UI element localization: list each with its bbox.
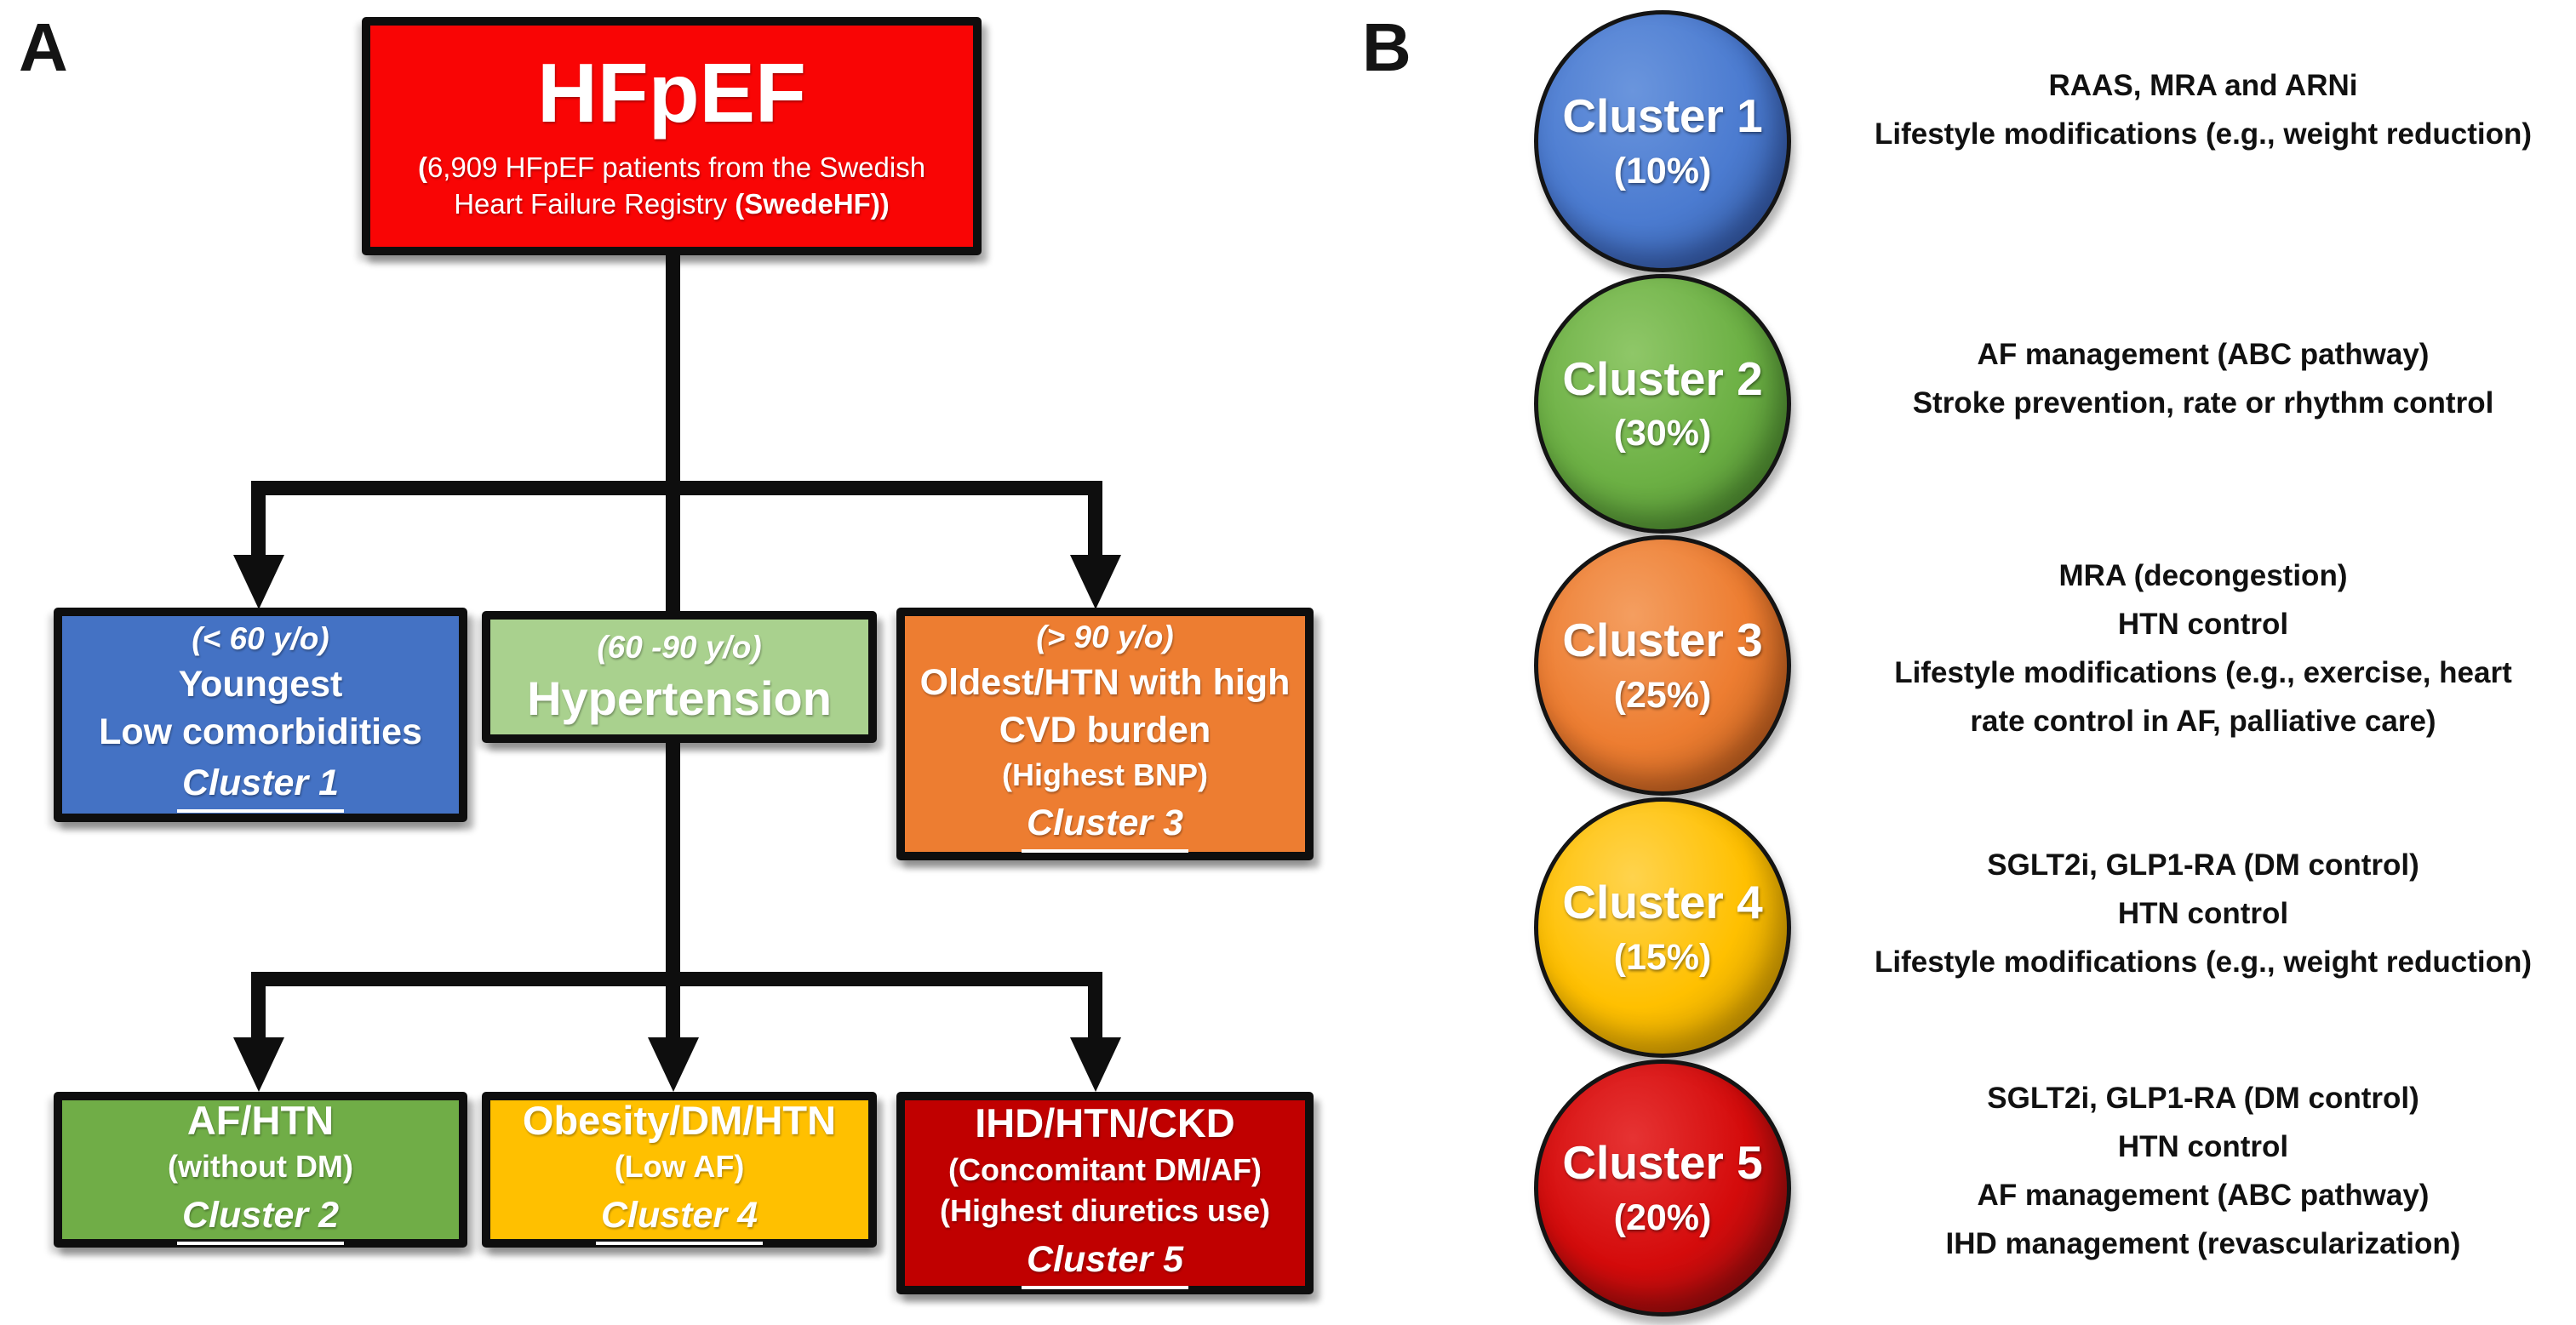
arrowhead-cluster1 (233, 555, 284, 609)
cluster2-box: AF/HTN (without DM) Cluster 2 (54, 1092, 467, 1248)
panel-a-label: A (19, 9, 68, 85)
cluster2-circle-name: Cluster 2 (1562, 351, 1763, 405)
connector-root-vertical (666, 255, 680, 483)
cluster4-treatment-line: HTN control (2117, 897, 2289, 930)
cluster4-title: Obesity/DM/HTN (522, 1098, 837, 1144)
cluster1-treatment-line: RAAS, MRA and ARNi (2048, 69, 2358, 102)
cluster5-treatment-line: SGLT2i, GLP1-RA (DM control) (1987, 1082, 2419, 1115)
connector-split1-bar (251, 481, 1102, 495)
cluster1-line2: Low comorbidities (99, 711, 422, 752)
cluster1-treatment-line: Lifestyle modifications (e.g., weight re… (1874, 117, 2533, 151)
cluster1-label: Cluster 1 (176, 759, 344, 814)
cluster3-treatment-line: Lifestyle modifications (e.g., exercise,… (1894, 656, 2512, 689)
cluster2-circle-pct: (30%) (1613, 413, 1712, 454)
hypertension-title: Hypertension (527, 671, 832, 726)
cluster1-age: (< 60 y/o) (192, 620, 329, 656)
cluster5-circle-pct: (20%) (1613, 1196, 1712, 1238)
cluster3-note: (Highest BNP) (1002, 757, 1208, 792)
cluster2-title: AF/HTN (186, 1098, 335, 1144)
cluster5-title: IHD/HTN/CKD (975, 1100, 1235, 1146)
cluster4-circle: Cluster 4 (15%) (1534, 797, 1791, 1058)
cluster1-circle: Cluster 1 (10%) (1534, 10, 1791, 272)
cluster4-treatment-line: Lifestyle modifications (e.g., weight re… (1874, 945, 2533, 979)
cluster2-note: (without DM) (168, 1149, 353, 1185)
cluster3-title: Oldest/HTN with high CVD burden (919, 661, 1291, 751)
cluster2-treatments: AF management (ABC pathway) Stroke preve… (1830, 330, 2576, 427)
cluster5-treatment-line: HTN control (2117, 1130, 2289, 1163)
cluster2-circle: Cluster 2 (30%) (1534, 274, 1791, 534)
cluster3-circle: Cluster 3 (25%) (1534, 535, 1791, 796)
cluster5-circle-name: Cluster 5 (1562, 1136, 1763, 1190)
connector-split1-right-stub (1088, 495, 1102, 557)
cluster5-treatment-line: AF management (ABC pathway) (1977, 1179, 2430, 1212)
panel-b-label: B (1362, 9, 1411, 85)
cluster3-label: Cluster 3 (1021, 799, 1188, 853)
cluster1-treatments: RAAS, MRA and ARNi Lifestyle modificatio… (1830, 61, 2576, 158)
cluster3-treatment-line: MRA (decongestion) (2058, 559, 2348, 592)
cluster2-treatment-line: Stroke prevention, rate or rhythm contro… (1912, 386, 2494, 420)
cluster5-treatments: SGLT2i, GLP1-RA (DM control) HTN control… (1830, 1074, 2576, 1268)
cluster3-age: (> 90 y/o) (1036, 620, 1174, 655)
cluster1-circle-name: Cluster 1 (1562, 89, 1763, 143)
hypertension-box: (60 -90 y/o) Hypertension (482, 611, 877, 743)
cluster5-note2: (Highest diuretics use) (939, 1193, 1271, 1229)
hfpef-subtitle-text: 6,909 HFpEF patients from the Swedish He… (426, 151, 926, 220)
cluster1-box: (< 60 y/o) Youngest Low comorbidities Cl… (54, 608, 467, 822)
hfpef-subtitle-open: ( (417, 151, 427, 183)
connector-hypertension-vertical (666, 743, 680, 974)
cluster5-treatment-line: IHD management (revascularization) (1945, 1227, 2461, 1260)
arrowhead-cluster2 (233, 1037, 284, 1092)
cluster4-circle-name: Cluster 4 (1562, 876, 1763, 929)
connector-split2-center-stub (666, 986, 680, 1039)
arrowhead-cluster4 (648, 1037, 699, 1092)
cluster5-note1: (Concomitant DM/AF) (948, 1151, 1262, 1187)
hfpef-subtitle: (6,909 HFpEF patients from the Swedish H… (370, 149, 973, 223)
connector-split2-left-stub (251, 986, 266, 1039)
cluster4-treatment-line: SGLT2i, GLP1-RA (DM control) (1987, 848, 2419, 882)
cluster4-box: Obesity/DM/HTN (Low AF) Cluster 4 (482, 1092, 877, 1248)
arrowhead-cluster5 (1070, 1037, 1121, 1092)
hfpef-root-box: HFpEF (6,909 HFpEF patients from the Swe… (362, 17, 982, 255)
connector-split2-bar (251, 972, 1102, 986)
connector-split1-left-stub (251, 495, 266, 557)
connector-split2-right-stub (1088, 986, 1102, 1039)
hypertension-age: (60 -90 y/o) (597, 629, 762, 665)
cluster3-treatment-line: HTN control (2117, 608, 2289, 641)
cluster5-label: Cluster 5 (1021, 1236, 1188, 1289)
cluster4-note: (Low AF) (614, 1149, 745, 1185)
cluster3-circle-pct: (25%) (1613, 674, 1712, 716)
cluster2-treatment-line: AF management (ABC pathway) (1977, 338, 2430, 371)
cluster5-box: IHD/HTN/CKD (Concomitant DM/AF) (Highest… (896, 1092, 1314, 1294)
connector-split1-center (666, 495, 680, 613)
cluster3-treatments: MRA (decongestion) HTN control Lifestyle… (1830, 551, 2576, 745)
cluster4-label: Cluster 4 (595, 1191, 763, 1245)
arrowhead-cluster3 (1070, 555, 1121, 609)
cluster1-line1: Youngest (178, 663, 343, 705)
cluster4-circle-pct: (15%) (1613, 936, 1712, 978)
cluster5-circle: Cluster 5 (20%) (1534, 1059, 1791, 1316)
cluster4-treatments: SGLT2i, GLP1-RA (DM control) HTN control… (1830, 841, 2576, 986)
hfpef-title: HFpEF (537, 46, 806, 140)
cluster2-label: Cluster 2 (176, 1191, 344, 1245)
cluster3-box: (> 90 y/o) Oldest/HTN with high CVD burd… (896, 608, 1314, 860)
cluster3-circle-name: Cluster 3 (1562, 614, 1763, 667)
hfpef-subtitle-bold: (SwedeHF)) (735, 188, 890, 220)
cluster1-circle-pct: (10%) (1613, 150, 1712, 191)
cluster3-treatment-line: rate control in AF, palliative care) (1970, 705, 2436, 738)
